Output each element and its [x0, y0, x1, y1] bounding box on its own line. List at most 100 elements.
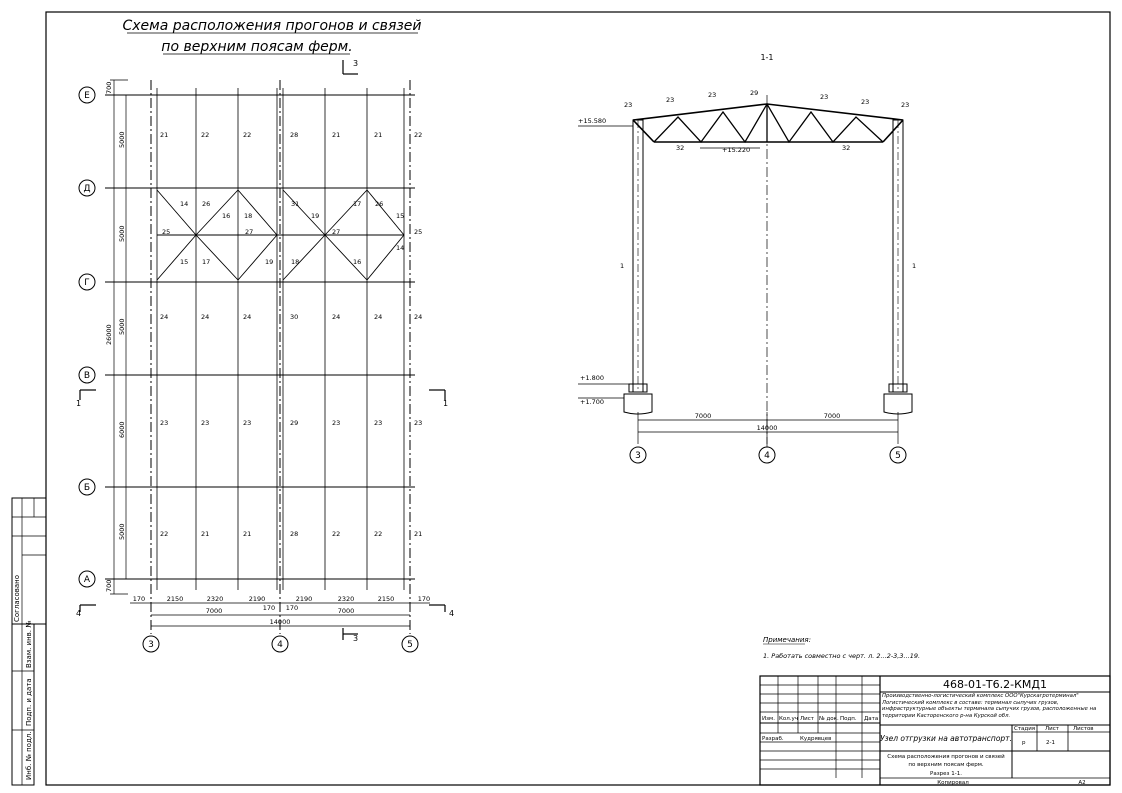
dim-bottom-3: 2190 — [249, 595, 266, 603]
brace-label-1: 26 — [202, 200, 210, 208]
stage-value: р — [1022, 740, 1026, 746]
section-dim-1: 7000 — [824, 412, 841, 420]
brace-label-13: 15 — [180, 258, 188, 266]
label-r1-4: 24 — [332, 313, 340, 321]
sec-mark-0: 23 — [624, 101, 632, 109]
hdr-1: Кол.уч — [779, 716, 798, 722]
object-title: Узел отгрузки на автотранспорт. — [880, 734, 1012, 743]
axis-row-A: А — [84, 575, 91, 585]
brace-label-2: 16 — [222, 212, 230, 220]
label-r2-2: 23 — [243, 419, 251, 427]
dim-bottom-4: 2190 — [296, 595, 313, 603]
inv-orig-label: Инб. № подл. — [25, 732, 33, 780]
sec-mark-6: 23 — [901, 101, 909, 109]
label-r2-3: 29 — [290, 419, 298, 427]
stage-label: Стадия — [1014, 726, 1035, 732]
label-r2-1: 23 — [201, 419, 209, 427]
sheet-title-2: по верхним поясам ферм. — [908, 762, 983, 768]
axis-row-G: Г — [84, 278, 90, 288]
hdr-5: Дата — [864, 716, 878, 722]
label-r3-5: 22 — [374, 530, 382, 538]
plan-title-line2: по верхним поясам ферм. — [161, 39, 352, 55]
brace-label-0: 14 — [180, 200, 188, 208]
axis-col-3: 3 — [148, 640, 154, 650]
elev-2: +1.800 — [580, 374, 604, 382]
brace-label-10: 27 — [245, 228, 253, 236]
agreed-label: Согласовано — [13, 575, 21, 622]
section-title: 1-1 — [760, 53, 773, 62]
label-r3-2: 21 — [243, 530, 251, 538]
sheet-title-3: Разрез 1-1. — [930, 771, 962, 777]
dim-mid-3: 7000 — [338, 607, 355, 615]
side-stamp: Согласовано Взам. инв. № Подп. и дата Ин… — [11, 497, 47, 786]
plan-title-line1: Схема расположения прогонов и связей — [122, 18, 421, 34]
plan: Схема расположения прогонов и связей по … — [76, 18, 454, 653]
dim-mid-1: 170 — [263, 604, 275, 612]
dim-mid-2: 170 — [286, 604, 298, 612]
doc-code: 468-01-Т6.2-КМД1 — [943, 678, 1047, 691]
section-mark-right: 1 — [443, 399, 448, 408]
sheet-title-1: Схема расположения прогонов и связей — [887, 753, 1005, 760]
dim-total-width: 14000 — [270, 618, 291, 626]
dim-row-5: 5000 — [118, 523, 126, 540]
brace-label-8: 15 — [396, 212, 404, 220]
title-block: Изм. Кол.уч Лист № док. Подп. Дата Разра… — [759, 675, 1111, 786]
elev-0: +15.580 — [578, 117, 606, 125]
label-r1-0: 24 — [160, 313, 168, 321]
sign-date-label: Подп. и дата — [25, 678, 33, 726]
notes-heading: Примечания: — [763, 636, 811, 644]
section-mark-bottom: 3 — [353, 634, 358, 643]
label-r1-6: 24 — [414, 313, 422, 321]
section-dim-0: 7000 — [695, 412, 712, 420]
label-r0-3: 28 — [290, 131, 298, 139]
label-r0-2: 22 — [243, 131, 251, 139]
dim-row-3: 5000 — [118, 318, 126, 335]
brace-label-16: 18 — [291, 258, 299, 266]
axis-row-V: В — [84, 371, 90, 381]
sec-mark-5: 23 — [861, 98, 869, 106]
axis-row-E: Е — [84, 91, 90, 101]
dim-bottom-6: 2150 — [378, 595, 395, 603]
sec-mark-8: 32 — [842, 144, 850, 152]
brace-label-17: 16 — [353, 258, 361, 266]
section-1-1: 1-1 — [578, 53, 916, 464]
label-r1-5: 24 — [374, 313, 382, 321]
project-desc: Производственно-логистический комплекс О… — [882, 693, 1097, 719]
sec-mark-10: 1 — [912, 262, 916, 270]
axis-row-D: Д — [83, 184, 90, 194]
sheet-label: Лист — [1045, 726, 1060, 732]
section-axis-5: 5 — [895, 451, 901, 461]
copied-label: Копировал — [937, 780, 969, 786]
label-r0-0: 21 — [160, 131, 168, 139]
dim-row-2: 5000 — [118, 225, 126, 242]
label-r0-4: 21 — [332, 131, 340, 139]
brace-label-15: 19 — [265, 258, 273, 266]
sec-mark-4: 23 — [820, 93, 828, 101]
format-label: А2 — [1078, 780, 1085, 786]
label-r0-5: 21 — [374, 131, 382, 139]
inv-replace-label: Взам. инв. № — [25, 620, 33, 668]
brace-label-18: 14 — [396, 244, 404, 252]
section-dim-total: 14000 — [757, 424, 778, 432]
section-mark4-right: 4 — [449, 609, 454, 618]
axis-col-4: 4 — [277, 640, 283, 650]
label-r3-4: 22 — [332, 530, 340, 538]
brace-label-5: 19 — [311, 212, 319, 220]
dim-bottom-0: 170 — [133, 595, 145, 603]
label-r3-6: 21 — [414, 530, 422, 538]
sec-mark-1: 23 — [666, 96, 674, 104]
role1: Разраб. — [762, 736, 784, 742]
dim-row-1: 5000 — [118, 131, 126, 148]
section-axis-3: 3 — [635, 451, 641, 461]
brace-label-14: 17 — [202, 258, 210, 266]
brace-label-3: 18 — [244, 212, 252, 220]
hdr-4: Подп. — [840, 716, 857, 722]
axis-col-5: 5 — [407, 640, 413, 650]
elev-1: +15.220 — [722, 146, 750, 154]
hdr-0: Изм. — [762, 716, 775, 722]
sec-mark-9: 1 — [620, 262, 624, 270]
elev-3: +1.700 — [580, 398, 604, 406]
dim-bottom-2: 2320 — [207, 595, 224, 603]
dim-bottom-7: 170 — [418, 595, 430, 603]
